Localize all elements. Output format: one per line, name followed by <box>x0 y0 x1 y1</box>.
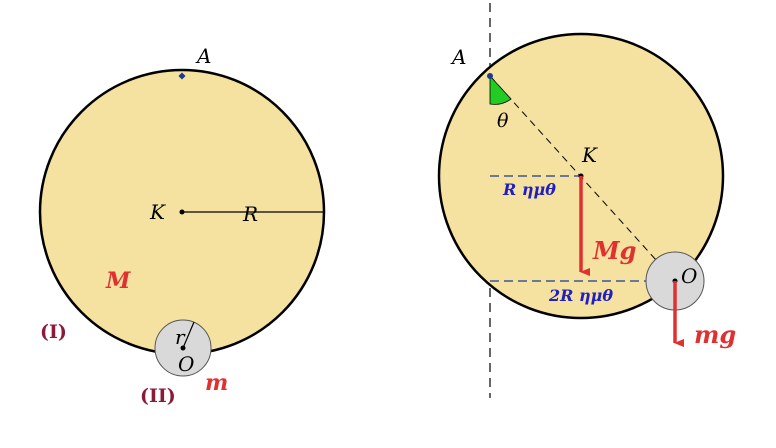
point-A-right <box>487 73 493 79</box>
small-radius-line <box>182 321 195 349</box>
label-2R-sin: 2R ημθ <box>548 286 613 305</box>
label-Mg: Mg <box>592 236 636 265</box>
label-O-right: O <box>681 264 697 288</box>
label-A: A <box>195 44 211 68</box>
right-figure: A θ K O R ημθ 2R ημθ Mg mg <box>437 3 736 398</box>
label-A-right: A <box>450 45 466 69</box>
label-II: (II) <box>140 385 176 407</box>
label-R-sin: R ημθ <box>502 180 556 199</box>
left-figure: A K R M r O m (I) (II) <box>38 44 326 407</box>
label-R: R <box>242 202 258 226</box>
label-O: O <box>178 352 194 376</box>
label-I: (I) <box>40 321 67 343</box>
center-point-K <box>179 209 185 215</box>
label-m: m <box>205 370 228 396</box>
label-mg: mg <box>694 320 736 349</box>
label-theta: θ <box>497 110 509 132</box>
center-point-O <box>180 345 186 351</box>
angle-theta-wedge <box>489 74 512 105</box>
label-r: r <box>175 325 186 349</box>
label-M: M <box>105 268 131 294</box>
label-K-right: K <box>581 143 598 167</box>
label-K: K <box>149 200 166 224</box>
point-A-marker <box>178 72 186 80</box>
